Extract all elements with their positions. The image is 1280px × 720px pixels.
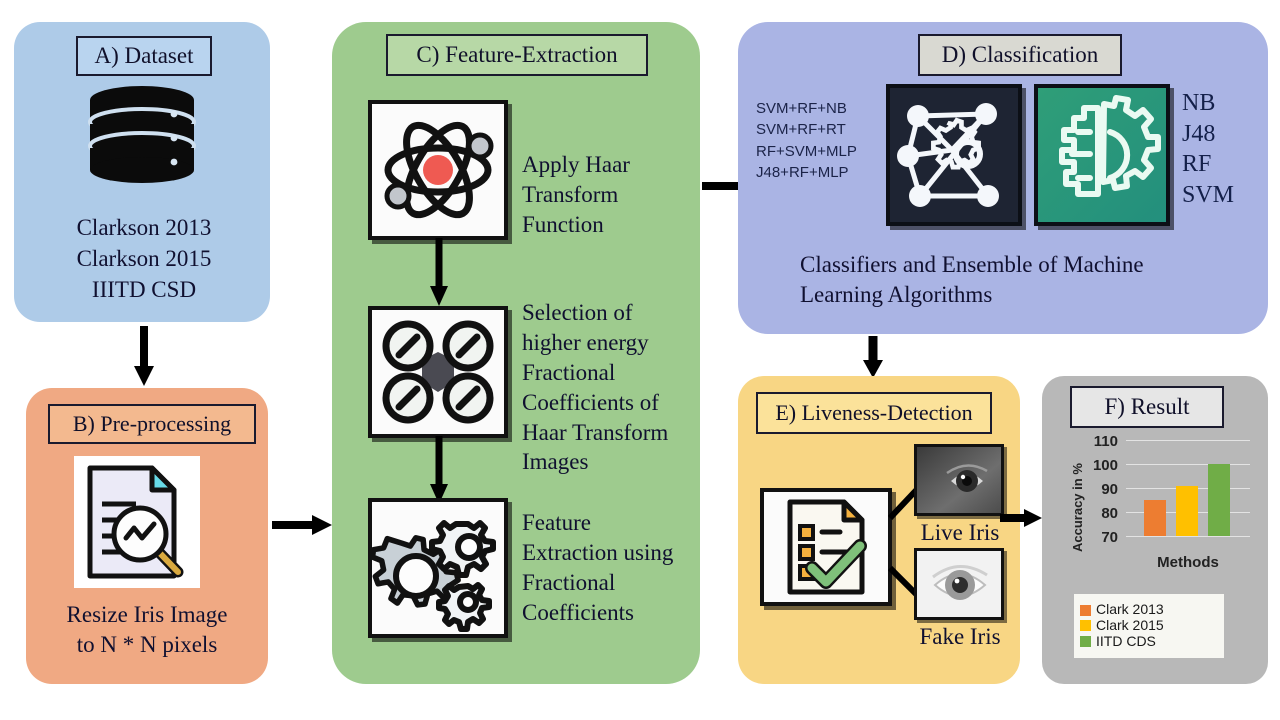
ensemble-list: SVM+RF+NB SVM+RF+RT RF+SVM+MLP J48+RF+ML…: [756, 98, 886, 183]
panel-liveness-header-label: E) Liveness-Detection: [775, 400, 973, 425]
classifier-list: NB J48 RF SVM: [1182, 88, 1266, 211]
panel-feature-extraction-header: C) Feature-Extraction: [386, 34, 648, 76]
legend-item-iitd-cds: IITD CDS: [1080, 632, 1218, 650]
panel-liveness-header: E) Liveness-Detection: [756, 392, 992, 434]
ai-brain-gear-icon: [1059, 95, 1161, 197]
chart-x-axis-label: Methods: [1157, 554, 1219, 571]
atom-icon: [384, 121, 494, 219]
neural-network-icon-frame: [886, 84, 1022, 226]
dataset-line-3: IIITD CSD: [91, 277, 197, 303]
panel-dataset-lines: Clarkson 2013 Clarkson 2015 IIITD CSD: [28, 212, 260, 305]
bar-iitd-cds: [1208, 464, 1230, 536]
legend-label-clark-2015: Clark 2015: [1096, 617, 1164, 634]
chart-plot-area: [1126, 440, 1250, 544]
ensemble-item-2: SVM+RF+RT: [756, 121, 846, 139]
panel-result-header: F) Result: [1070, 386, 1224, 428]
feature-step-1-text: Apply Haar Transform Function: [522, 152, 630, 237]
ensemble-item-1: SVM+RF+NB: [756, 100, 847, 117]
panel-preprocessing-header: B) Pre-processing: [48, 404, 256, 444]
dataset-line-1: Clarkson 2013: [76, 215, 212, 240]
live-iris-image: [914, 444, 1004, 516]
legend-label-iitd-cds: IITD CDS: [1096, 632, 1156, 649]
bar-clark-2015: [1176, 486, 1198, 536]
result-chart: Accuracy in % 110 100 90 80 70 Methods: [1050, 432, 1262, 582]
gridline-110: [1126, 440, 1250, 441]
neural-network-icon: [897, 103, 999, 207]
legend-item-clark-2013: Clark 2013: [1080, 602, 1218, 618]
panel-classification: D) Classification SVM+RF+NB SVM+RF+RT RF…: [738, 22, 1268, 334]
database-icon: [88, 86, 196, 183]
feature-step-2-text: Selection of higher energy Fractional Co…: [522, 300, 669, 475]
fake-iris-image: [914, 548, 1004, 620]
classifier-item-3: RF: [1182, 151, 1212, 178]
panel-feature-extraction-header-label: C) Feature-Extraction: [416, 42, 618, 67]
arrow-e-to-f: [1000, 509, 1042, 527]
document-search-icon-frame: [74, 456, 200, 588]
ensemble-item-4: J48+RF+MLP: [756, 163, 849, 181]
panel-dataset-header: A) Dataset: [76, 36, 212, 76]
panel-preprocessing: B) Pre-processing Resize Iris Image to N…: [26, 388, 268, 684]
gridline-70: [1126, 536, 1250, 537]
legend-item-clark-2015: Clark 2015: [1080, 617, 1218, 634]
panel-classification-caption: Classifiers and Ensemble of Machine Lear…: [800, 252, 1144, 308]
bar-clark-2013: [1144, 500, 1166, 536]
arrow-step2-to-step3: [430, 436, 448, 504]
gears-icon-frame: [368, 498, 508, 638]
panel-classification-header-label: D) Classification: [941, 42, 1099, 67]
atom-icon-frame: [368, 100, 508, 240]
chart-ytick-90: 90: [1101, 481, 1118, 498]
legend-label-clark-2013: Clark 2013: [1096, 601, 1164, 618]
legend-swatch-iitd-cds: [1080, 636, 1091, 648]
fake-iris-label: Fake Iris: [919, 624, 1001, 649]
panel-dataset-header-label: A) Dataset: [94, 43, 194, 68]
selection-nodes-icon: [382, 320, 494, 424]
gridline-100: [1126, 464, 1250, 465]
classifier-item-4: SVM: [1182, 182, 1235, 209]
panel-result-header-label: F) Result: [1104, 394, 1190, 419]
ai-brain-gear-icon-frame: [1034, 84, 1170, 226]
arrow-step1-to-step2: [430, 238, 448, 306]
arrow-d-to-e: [863, 336, 883, 378]
classifier-item-1: NB: [1182, 90, 1216, 116]
checklist-verified-icon-frame: [760, 488, 892, 606]
dataset-line-2: Clarkson 2015: [76, 246, 212, 272]
chart-legend: Clark 2013 Clark 2015 IITD CDS: [1074, 594, 1224, 658]
panel-classification-header: D) Classification: [918, 34, 1122, 76]
legend-swatch-clark-2013: [1080, 604, 1091, 616]
arrow-a-to-b: [134, 326, 154, 386]
classifier-item-2: J48: [1182, 120, 1216, 147]
chart-ytick-100: 100: [1092, 457, 1118, 474]
checklist-verified-icon: [787, 499, 867, 595]
chart-ytick-70: 70: [1101, 529, 1118, 546]
chart-ytick-110: 110: [1093, 433, 1118, 450]
ensemble-item-3: RF+SVM+MLP: [756, 142, 857, 160]
panel-liveness-detection: E) Liveness-Detection: [738, 376, 1020, 684]
panel-preprocessing-caption: Resize Iris Image to N * N pixels: [66, 602, 228, 658]
live-iris-label: Live Iris: [920, 520, 1000, 545]
gears-icon: [369, 520, 496, 632]
chart-ytick-80: 80: [1101, 505, 1118, 522]
arrow-b-to-c: [272, 515, 332, 535]
panel-result: F) Result Accuracy in % 110 100 90 80 70…: [1042, 376, 1268, 684]
document-search-icon: [87, 465, 184, 579]
feature-step-3-text: Feature Extraction using Fractional Coef…: [522, 510, 674, 625]
panel-feature-extraction: C) Feature-Extraction Apply Haar Transfo…: [332, 22, 700, 684]
panel-preprocessing-header-label: B) Pre-processing: [72, 411, 232, 436]
selection-nodes-icon-frame: [368, 306, 508, 438]
legend-swatch-clark-2015: [1080, 620, 1091, 632]
panel-dataset: A) Dataset Clarkson 2013 Clarkson 2015 I…: [14, 22, 270, 322]
